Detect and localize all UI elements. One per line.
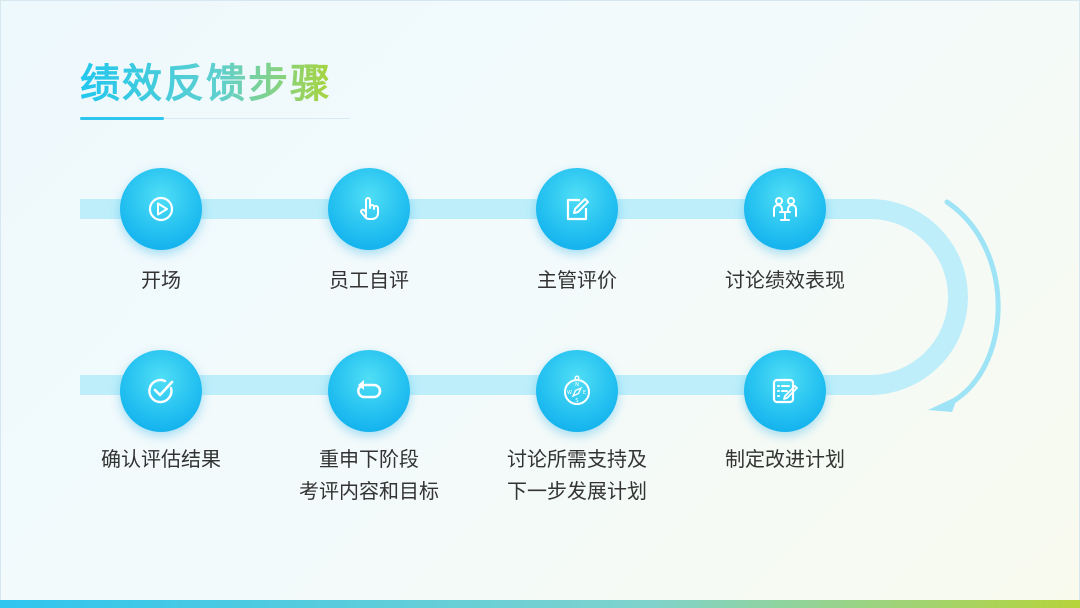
step-2-label: 员工自评: [329, 268, 409, 292]
pointing-hand-icon: [360, 197, 379, 220]
step-5-label: 制定改进计划: [725, 447, 845, 471]
step-8-node: [120, 350, 202, 432]
step-2-node: [328, 168, 410, 250]
step-4-node: [744, 168, 826, 250]
edit-note-icon: [566, 198, 589, 221]
arrow-head: [928, 396, 958, 412]
compass-letter-s: S: [575, 398, 578, 404]
step-6-label-line-1: 讨论所需支持及: [507, 447, 647, 471]
step-5-node: [744, 350, 826, 432]
step-7-label-line-1: 重申下阶段: [319, 447, 419, 471]
compass-letter-n: N: [575, 382, 579, 388]
bottom-accent-bar: [0, 600, 1080, 608]
step-7-label: 重申下阶段 考评内容和目标: [259, 443, 479, 507]
compass-icon: N S W E: [564, 375, 590, 405]
step-6-label: 讨论所需支持及 下一步发展计划: [467, 443, 687, 507]
step-3-label: 主管评价: [537, 268, 617, 292]
track-path: [80, 199, 968, 395]
step-7-label-line-2: 考评内容和目标: [299, 479, 439, 503]
title-underline-accent: [80, 117, 164, 120]
step-8-label: 确认评估结果: [101, 447, 221, 471]
curved-arrow-icon: [944, 199, 1001, 407]
play-icon: [148, 196, 174, 222]
compass-letter-e: E: [583, 390, 586, 396]
step-6-label-line-2: 下一步发展计划: [507, 479, 647, 503]
step-3-node: [536, 168, 618, 250]
check-circle-icon: [148, 378, 174, 404]
meeting-icon: [773, 197, 797, 221]
step-1-label: 开场: [141, 268, 181, 292]
step-4-label: 讨论绩效表现: [725, 268, 845, 292]
checklist-icon: [772, 378, 798, 404]
step-7-node: [328, 350, 410, 432]
page-title: 绩效反馈步骤: [80, 58, 332, 110]
compass-letter-w: W: [567, 390, 572, 396]
step-1-node: [120, 168, 202, 250]
step-6-node: N S W E: [536, 350, 618, 432]
loop-arrow-icon: [357, 380, 382, 399]
title-underline: [80, 118, 350, 119]
